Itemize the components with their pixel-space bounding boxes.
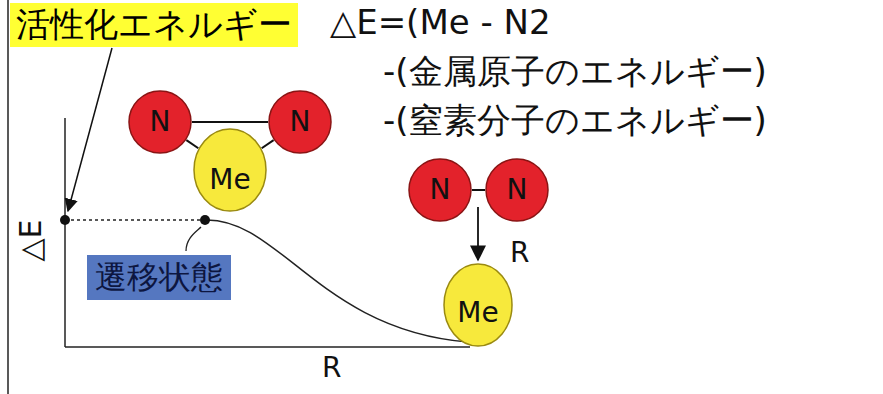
- atom-shape: [409, 159, 471, 221]
- metal-atom: Me: [443, 263, 513, 347]
- x-axis: [65, 346, 470, 348]
- y-axis: [64, 118, 66, 347]
- transition-dot: [200, 215, 210, 225]
- approach-arrow: [477, 207, 479, 260]
- nitrogen-atom: N: [128, 90, 192, 154]
- atom-shape: [486, 159, 548, 221]
- box-text: 活性化エネルギー: [16, 5, 292, 44]
- atom-shape: [444, 264, 512, 346]
- atom-shape: [129, 91, 191, 153]
- bond-line: [472, 189, 485, 191]
- bond-line: [192, 121, 268, 123]
- axis-label: R: [322, 353, 341, 384]
- atom-symbol: N: [290, 106, 311, 138]
- formula-term: -(金属原子のエネルギー): [383, 53, 767, 90]
- metal-atom: Me: [193, 128, 267, 212]
- formula-term: -(窒素分子のエネルギー): [383, 102, 767, 139]
- atom-symbol: N: [430, 174, 451, 206]
- axis-label: △E: [14, 219, 47, 261]
- box-text: 遷移状態: [95, 259, 223, 296]
- energy-curve: [205, 220, 468, 342]
- bond-line: [186, 140, 198, 148]
- atom-shape: [194, 129, 266, 211]
- atom-symbol: N: [150, 106, 171, 138]
- state-box: 遷移状態: [87, 255, 231, 300]
- nitrogen-atom: N: [408, 158, 472, 222]
- page-border-line: [7, 0, 9, 394]
- bond-line: [262, 140, 274, 148]
- highlight-label: 活性化エネルギー: [10, 3, 298, 47]
- atom-symbol: N: [507, 174, 528, 206]
- dashed-level-line: [65, 219, 205, 220]
- nitrogen-atom: N: [268, 90, 332, 154]
- distance-label: R: [510, 238, 529, 269]
- leader-line: [186, 227, 201, 251]
- leader-arrow: [68, 48, 112, 211]
- nitrogen-atom: N: [485, 158, 549, 222]
- atom-symbol: Me: [209, 164, 250, 196]
- atom-shape: [269, 91, 331, 153]
- energy-formula: △E=(Me - N2: [330, 4, 551, 41]
- activation-dot: [60, 215, 70, 225]
- atom-symbol: Me: [457, 297, 498, 329]
